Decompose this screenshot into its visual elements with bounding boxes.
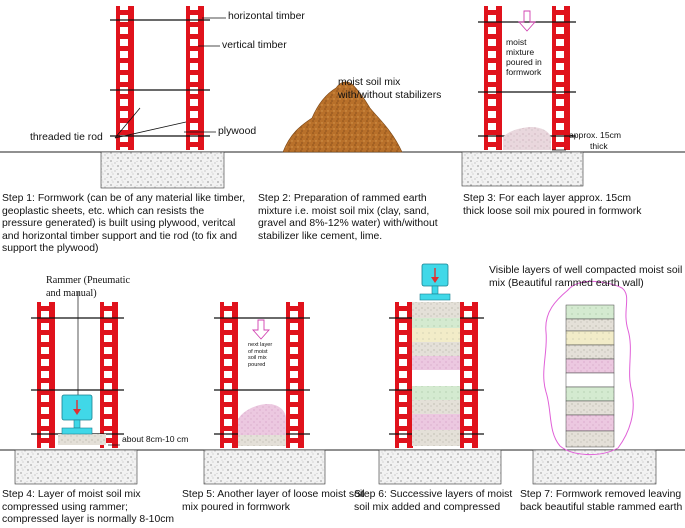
step5-loose-layer (238, 419, 286, 435)
caption-step1: Step 1: Formwork (can be of any material… (2, 193, 246, 255)
label-vertical-timber: vertical timber (222, 40, 287, 51)
caption-step3: Step 3: For each layer approx. 15cm thic… (463, 193, 642, 217)
formwork-right-step4 (100, 302, 118, 448)
step5-loose-layer-top (238, 404, 286, 419)
formwork-right-step1 (186, 6, 204, 150)
formwork-left-step5 (220, 302, 238, 448)
foundation-step5 (203, 449, 326, 485)
label-step3-depth: approx. 15cm (569, 130, 622, 140)
formwork-left-step3 (484, 6, 502, 150)
down-arrow-icon-step6 (431, 277, 439, 283)
formwork-left-step1 (116, 6, 134, 150)
label-moist-soil-mix: moist soil mix with/without stabilizers (338, 77, 442, 101)
label-step7-note: Visible layers of well compacted moist s… (489, 265, 683, 289)
foundation-step3 (461, 151, 584, 187)
caption-step4: Step 4: Layer of moist soil mix compress… (2, 489, 175, 526)
pour-arrow-icon-step5 (251, 319, 271, 340)
label-step3-note: moist mixture poured in formwork (506, 37, 542, 77)
formwork-left-step4 (37, 302, 55, 448)
down-arrow-icon-step4 (73, 409, 81, 415)
label-horizontal-timber: horizontal timber (228, 11, 305, 22)
caption-step2: Step 2: Preparation of rammed earth mixt… (258, 193, 438, 242)
formwork-right-step5 (286, 302, 304, 448)
formwork-right-step3 (552, 6, 570, 150)
label-step4-depth: about 8cm-10 cm (122, 434, 189, 444)
foundation-step1 (100, 151, 225, 189)
step7-highlight-outline (543, 281, 634, 456)
soil-pile (282, 81, 403, 153)
foundation-step4 (14, 449, 138, 485)
step1-leaders (114, 17, 226, 139)
step5-compacted-layer (238, 435, 286, 446)
step3-loose-layer (503, 127, 551, 137)
label-step3-depth-2: thick (590, 141, 608, 151)
step4-compacted-layer (58, 434, 106, 445)
foundation-step7 (532, 449, 657, 485)
caption-step5: Step 5: Another layer of loose moist soi… (182, 489, 365, 513)
step7-wall (565, 304, 615, 448)
caption-step7: Step 7: Formwork removed leaving back be… (520, 489, 683, 513)
caption-step6: Step 6: Successive layers of moist soil … (354, 489, 513, 513)
pour-arrow-icon-step3 (517, 10, 537, 32)
label-threaded-tie-rod: threaded tie rod (30, 132, 103, 143)
step6-layers (412, 302, 460, 446)
formwork-left-step6 (395, 302, 413, 448)
label-plywood: plywood (218, 126, 257, 137)
label-rammer: Rammer (Pneumatic and manual) (46, 275, 131, 299)
formwork-right-step6 (460, 302, 478, 448)
step3-loose-layer-body (503, 137, 551, 150)
label-step5-note: next layer of moist soil mix poured (248, 342, 273, 368)
foundation-step6 (378, 449, 502, 485)
